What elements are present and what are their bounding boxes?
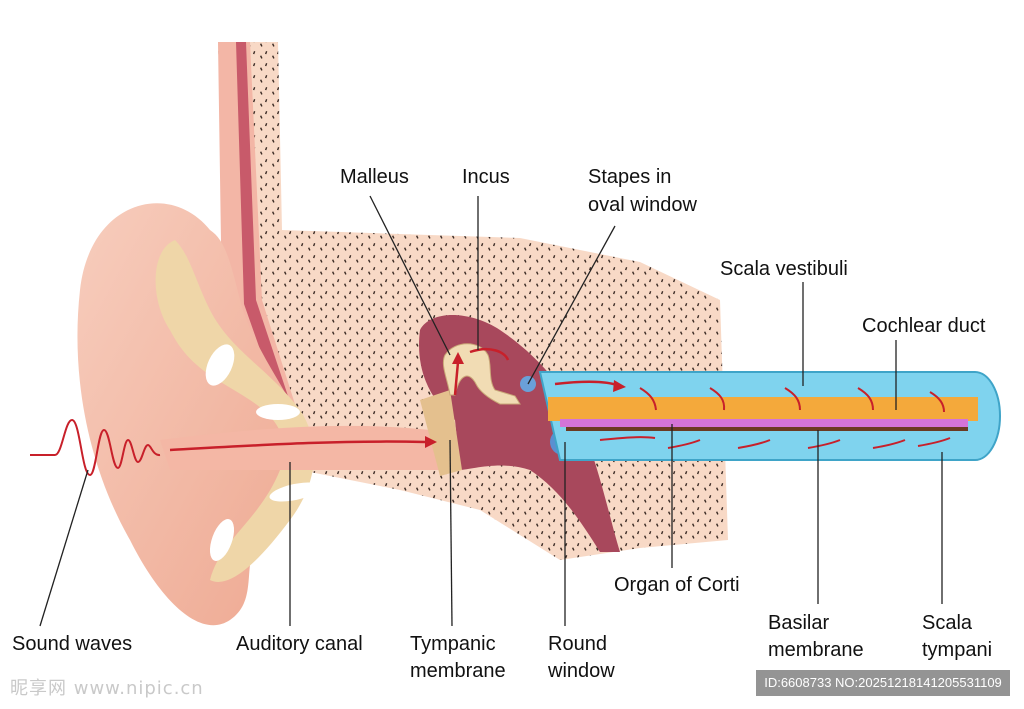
label-stapes-line1: Stapes in [588,166,672,188]
cochlear-duct-shape [548,397,978,421]
label-scala-vestibuli: Scala vestibuli [720,258,848,280]
sound-wave [30,418,161,477]
label-incus: Incus [462,166,510,188]
label-sound-waves: Sound waves [12,633,133,655]
basilar-membrane-shape [560,419,968,427]
pinna-highlight-2 [256,404,300,420]
label-scala-tympani-line2: tympani [922,639,993,661]
leader-stapes [527,225,616,385]
pinna-highlight-4 [209,519,235,561]
label-stapes-line2: oval window [588,194,697,216]
ossicles [442,343,521,405]
basilar-line [566,427,968,431]
label-tympanic-line1: Tympanic [410,633,496,655]
label-round-line2: window [548,660,615,682]
vessel [236,42,292,412]
label-round-line1: Round [548,633,607,655]
leader-malleus [369,195,451,356]
label-auditory-canal: Auditory canal [236,633,363,655]
pinna-highlight-3 [269,482,321,502]
leader-tympanic [449,439,453,627]
label-malleus: Malleus [340,166,409,188]
label-organ-of-corti: Organ of Corti [614,574,740,596]
label-scala-tympani-line1: Scala [922,612,973,634]
pinna-highlight-1 [205,344,235,386]
auditory-canal-shape [160,425,440,470]
cochlea-arrows [599,387,951,449]
leader-lines [39,195,943,627]
watermark-id: ID:6608733 NO:20251218141205531109 [756,670,1010,696]
label-basilar-line2: membrane [768,639,864,661]
leader-sound-waves [39,469,89,627]
watermark-site: 昵享网 www.nipic.cn [10,678,204,699]
label-cochlear-duct: Cochlear duct [862,315,986,337]
transmission-arrowheads [425,352,626,448]
label-tympanic-line2: membrane [410,660,506,682]
tympanic-membrane-shape [420,390,462,476]
label-basilar-line1: Basilar [768,612,830,634]
